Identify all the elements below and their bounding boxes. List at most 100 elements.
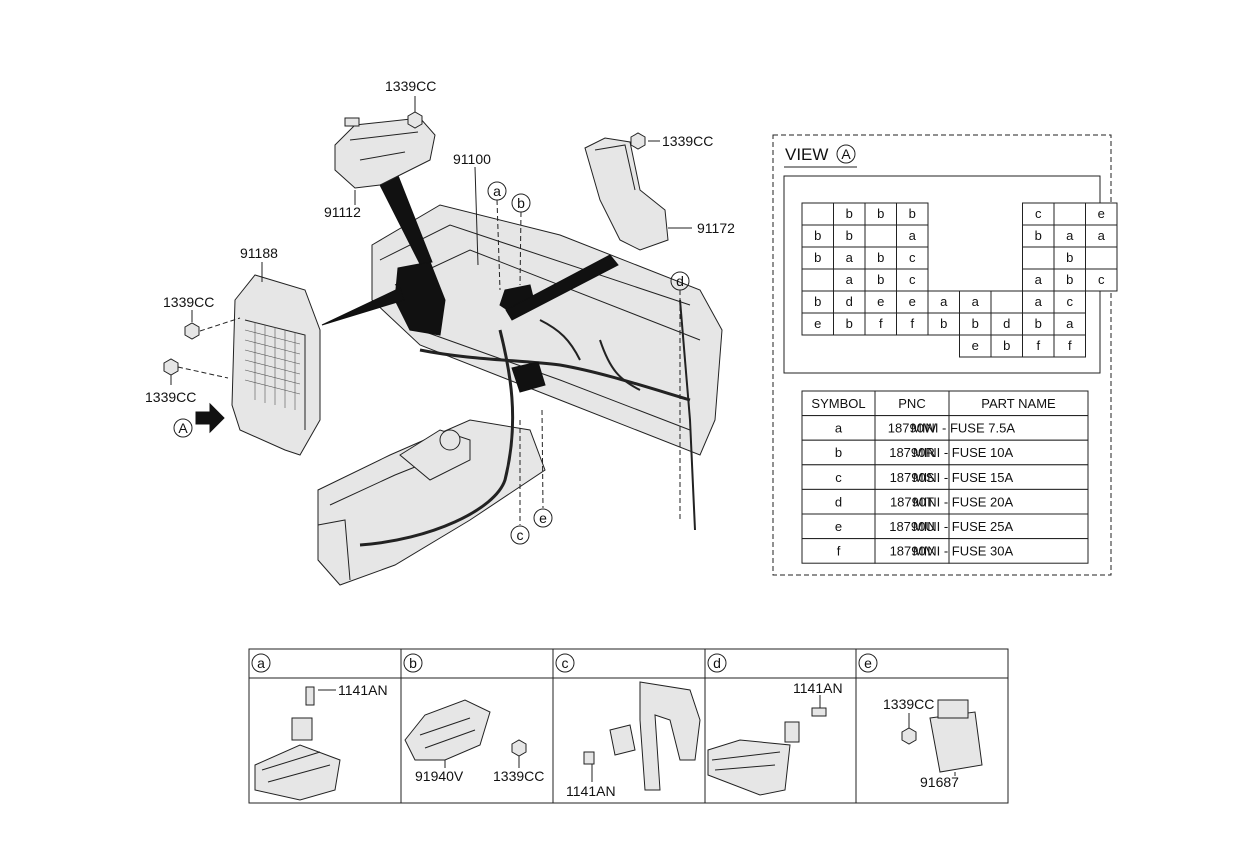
table-cell-label: c [835, 470, 842, 485]
table-cell-label: a [835, 421, 843, 436]
fuse-slot-label: b [846, 206, 853, 221]
detail-d-label: 1141AN [793, 680, 843, 696]
svg-text:e: e [864, 655, 872, 671]
detail-d-drawing: 1141AN [707, 680, 843, 796]
view-a-arrow [195, 402, 225, 434]
leader-lines [170, 96, 692, 525]
detail-e-drawing: 1339CC 91687 [883, 696, 983, 790]
fuse-slot [801, 202, 834, 226]
fuse-slot-label: d [846, 294, 853, 309]
detail-a-header: a [251, 653, 271, 673]
label-91112: 91112 [324, 204, 361, 220]
fuse-slot-label: e [877, 294, 884, 309]
table-cell-label: 18790R [889, 445, 935, 460]
table-cell [801, 439, 876, 466]
callout-d: d [670, 271, 690, 291]
label-nut-left2: 1339CC [145, 389, 196, 405]
detail-b-drawing: 91940V 1339CC [404, 699, 544, 784]
table-cell [874, 464, 950, 490]
fuse-slot-label: c [1067, 294, 1074, 309]
detail-c-drawing: 1141AN [566, 681, 701, 799]
detail-strip: a b c d e 1141AN [248, 648, 1009, 804]
svg-text:e: e [539, 510, 547, 526]
fuse-slot-label: b [1035, 316, 1042, 331]
callout-a: a [487, 181, 507, 201]
detail-b-header: b [403, 653, 423, 673]
fuse-slot-label: c [1035, 206, 1042, 221]
table-cell [801, 488, 876, 515]
fuse-slot-label: e [972, 338, 979, 353]
fuse-slot-label: a [1035, 272, 1043, 287]
fuse-slot-label: c [909, 272, 916, 287]
fuse-slot-label: b [940, 316, 947, 331]
detail-e-label-1: 1339CC [883, 696, 934, 712]
table-cell-label: b [835, 445, 842, 460]
fuse-slot-label: f [1068, 338, 1072, 353]
view-circle: A [841, 146, 851, 162]
svg-text:d: d [713, 655, 721, 671]
nut-right [630, 132, 646, 150]
svg-text:a: a [493, 183, 501, 199]
nut-top [407, 111, 423, 129]
table-header-cell [801, 390, 876, 417]
nut-left2 [163, 358, 179, 376]
detail-d-header: d [707, 653, 727, 673]
fuse-slot [990, 290, 1023, 314]
label-91172: 91172 [697, 220, 735, 236]
table-cell-label: MINI - FUSE 25A [913, 519, 1014, 534]
fuse-slot-label: c [1098, 272, 1105, 287]
detail-e-label-2: 91687 [920, 774, 959, 790]
table-cell-label: 18790W [888, 421, 937, 436]
table-cell-label: 18790S [890, 470, 935, 485]
svg-text:b: b [517, 195, 525, 211]
fuse-slot-label: b [1035, 228, 1042, 243]
fuse-slot-label: b [814, 228, 821, 243]
callout-b: b [511, 193, 531, 213]
bracket-91172 [584, 137, 669, 251]
svg-text:d: d [676, 273, 684, 289]
table-cell-label: MINI - FUSE 10A [913, 445, 1014, 460]
table-cell-label: MINI - FUSE 20A [913, 494, 1014, 509]
fuse-slot-label: b [814, 250, 821, 265]
table-cell-label: MINI - FUSE 15A [913, 470, 1014, 485]
fuse-slot-label: b [877, 206, 884, 221]
detail-a-drawing: 1141AN [254, 682, 388, 801]
table-cell-label: 18790U [889, 519, 935, 534]
fuse-slot-label: a [1035, 294, 1043, 309]
bracket-91112 [334, 117, 436, 189]
table-cell [948, 538, 1089, 564]
detail-b-label-2: 1339CC [493, 768, 544, 784]
label-91100: 91100 [453, 151, 491, 167]
table-cell-label: MINI - FUSE 30A [913, 544, 1014, 559]
label-91188: 91188 [240, 245, 278, 261]
fuse-slot-label: b [877, 272, 884, 287]
table-cell [801, 513, 876, 540]
fuse-slot-label: a [972, 294, 980, 309]
detail-c-label: 1141AN [566, 783, 616, 799]
label-nut-left1: 1339CC [163, 294, 214, 310]
svg-text:c: c [562, 655, 569, 671]
callout-c: c [510, 525, 530, 545]
svg-text:a: a [257, 655, 265, 671]
fuse-slot [801, 268, 834, 292]
fuse-slot-label: b [1066, 250, 1073, 265]
fuse-slot-label: c [909, 250, 916, 265]
detail-b-label-1: 91940V [415, 768, 464, 784]
fuse-slot [1053, 202, 1086, 226]
table-cell-label: 18790V [890, 544, 935, 559]
table-cell-label: d [835, 494, 842, 509]
fuse-slot [1053, 334, 1086, 358]
detail-c-header: c [555, 653, 575, 673]
fuse-slot-label: e [1098, 206, 1105, 221]
fuse-slot-label: a [1066, 228, 1074, 243]
svg-text:c: c [517, 527, 524, 543]
fuse-slot-label: a [909, 228, 917, 243]
table-cell [948, 464, 1089, 490]
fuse-slot-label: b [814, 294, 821, 309]
label-nut-top: 1339CC [385, 78, 436, 94]
fuse-slot-label: b [909, 206, 916, 221]
table-cell-label: MINI - FUSE 7.5A [911, 421, 1015, 436]
table-cell [948, 415, 1089, 441]
